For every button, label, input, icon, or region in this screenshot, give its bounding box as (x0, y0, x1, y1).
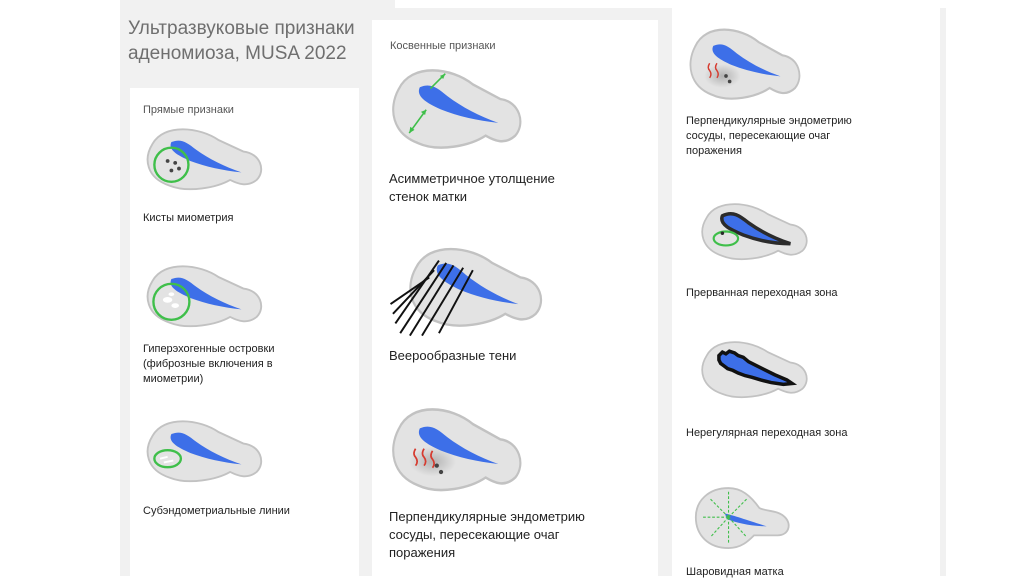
page-title: Ультразвуковые признаки аденомиоза, MUSA… (128, 16, 378, 66)
indirect-signs-label: Косвенные признаки (390, 40, 496, 52)
perpendicular-vessels-diagram (388, 404, 528, 504)
top-bar (120, 0, 395, 8)
hyperechoic-islands-diagram (143, 262, 268, 334)
slide-right-edge (940, 8, 946, 576)
irregular-junctional-zone-caption: Нерегулярная переходная зона (686, 426, 886, 441)
right-perpendicular-vessels-diagram (686, 26, 806, 106)
asymmetric-thickening-caption: Асимметричное утолщение стенок матки (389, 170, 589, 206)
direct-signs-label: Прямые признаки (143, 104, 234, 116)
subendometrial-lines-caption: Субэндометриальные линии (143, 504, 343, 519)
right-perpendicular-vessels-caption: Перпендикулярные эндометрию сосуды, пере… (686, 114, 876, 159)
fan-shaped-shadows-caption: Веерообразные тени (389, 347, 589, 365)
subendometrial-lines-diagram (143, 418, 268, 488)
interrupted-junctional-zone-diagram (698, 200, 813, 270)
perpendicular-vessels-caption: Перпендикулярные эндометрию сосуды, пере… (389, 508, 609, 562)
fan-shaped-shadows-diagram (388, 246, 548, 338)
myometrial-cysts-caption: Кисты миометрия (143, 211, 343, 226)
globular-uterus-diagram (694, 484, 794, 554)
asymmetric-thickening-diagram (388, 66, 528, 162)
interrupted-junctional-zone-caption: Прерванная переходная зона (686, 286, 886, 301)
globular-uterus-caption: Шаровидная матка (686, 565, 886, 580)
hyperechoic-islands-caption: Гиперэхогенные островки (фиброзные включ… (143, 342, 323, 387)
myometrial-cysts-diagram (143, 126, 268, 196)
irregular-junctional-zone-diagram (698, 338, 813, 408)
